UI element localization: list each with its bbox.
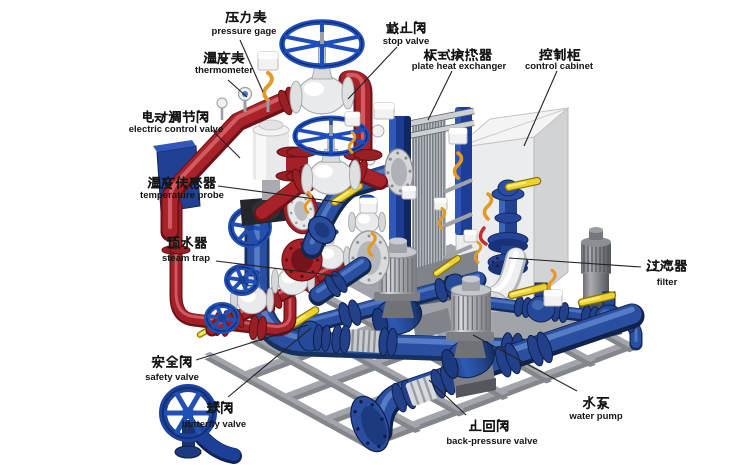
svg-text:control cabinet: control cabinet — [525, 61, 594, 72]
svg-text:stop valve: stop valve — [383, 36, 429, 47]
svg-text:electric control valve: electric control valve — [129, 124, 224, 135]
svg-text:butterfly valve: butterfly valve — [182, 419, 246, 430]
svg-text:steam trap: steam trap — [162, 253, 210, 264]
svg-text:temperature probe: temperature probe — [140, 190, 224, 201]
svg-text:plate heat exchanger: plate heat exchanger — [412, 61, 507, 72]
svg-text:safety valve: safety valve — [145, 372, 199, 383]
svg-text:filter: filter — [657, 277, 678, 288]
svg-text:pressure gage: pressure gage — [212, 26, 277, 37]
svg-text:back-pressure valve: back-pressure valve — [446, 436, 537, 447]
svg-text:water pump: water pump — [568, 411, 623, 422]
svg-text:thermometer: thermometer — [195, 65, 253, 76]
